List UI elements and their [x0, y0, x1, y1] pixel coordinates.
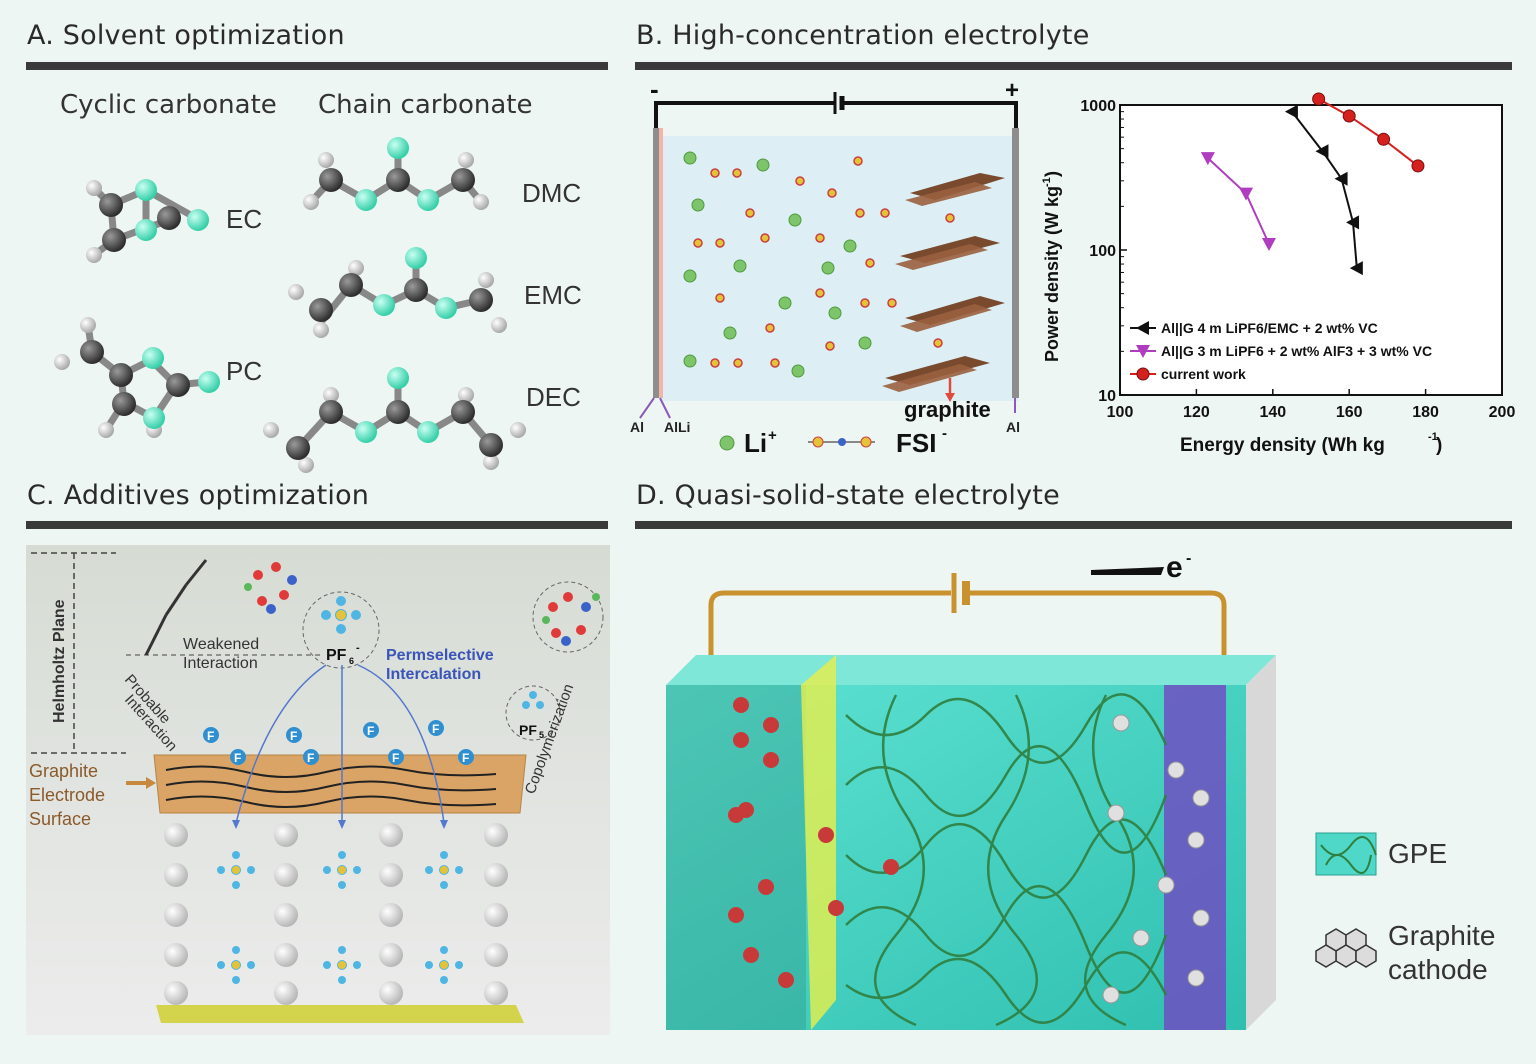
data-point: [1334, 171, 1348, 186]
data-point: [1136, 345, 1150, 358]
pc-label: PC: [226, 356, 262, 386]
minus-terminal: -: [650, 78, 659, 104]
data-point: [1261, 237, 1276, 251]
f-label: F: [432, 722, 439, 736]
data-point: [1315, 144, 1329, 159]
f-label: F: [392, 751, 399, 765]
f-label: F: [207, 729, 214, 743]
y-tick-label: 100: [1089, 243, 1116, 260]
x-tick-label: 100: [1107, 404, 1134, 421]
graphite-surface-label-3: Surface: [29, 809, 91, 829]
data-point: [1346, 215, 1360, 230]
helmholtz-plane-label: Helmholtz Plane: [51, 599, 68, 723]
y-axis-label-close: ): [1042, 171, 1062, 177]
pf5-label: PF: [519, 722, 537, 738]
f-label: F: [462, 751, 469, 765]
plus-terminal: +: [1005, 78, 1019, 104]
ec-label: EC: [226, 204, 262, 234]
panel-a-rule: [26, 62, 608, 70]
panel-a-title: A. Solvent optimization: [27, 20, 345, 51]
graphite-surface-label-2: Electrode: [29, 785, 105, 805]
data-point: [1136, 367, 1150, 381]
fsi-legend-sup: -: [942, 425, 947, 442]
data-point: [1312, 92, 1326, 106]
data-point: [1284, 104, 1298, 119]
emc-label: EMC: [524, 280, 582, 310]
chain-carbonate-heading: Chain carbonate: [318, 90, 533, 120]
panel-c-rule: [26, 521, 608, 529]
data-point: [1136, 321, 1149, 335]
hce-cell-schematic: - + Al AlLi Al graphit: [630, 78, 1020, 458]
graphite-surface-label-1: Graphite: [29, 761, 98, 781]
li-legend-label: Li: [744, 428, 767, 458]
dmc-label: DMC: [522, 178, 581, 208]
x-axis-label-sup: -1: [1428, 431, 1438, 443]
x-tick-label: 200: [1489, 404, 1516, 421]
panel-b-rule: [635, 62, 1512, 70]
y-axis-label-sup: -1: [1041, 177, 1053, 187]
y-tick-label: 10: [1098, 388, 1116, 405]
electron-sup: -: [1186, 550, 1191, 567]
data-point: [1411, 159, 1425, 173]
f-label: F: [367, 724, 374, 738]
panel-c-title: C. Additives optimization: [27, 480, 370, 511]
y-axis-label: Power density (W kg: [1042, 186, 1062, 362]
gpe-legend-label: GPE: [1388, 838, 1447, 869]
panel-d-rule: [635, 521, 1512, 529]
y-tick-label: 1000: [1080, 98, 1116, 115]
x-tick-label: 140: [1259, 404, 1286, 421]
data-point: [1239, 187, 1254, 201]
panel-d-title: D. Quasi-solid-state electrolyte: [636, 480, 1060, 511]
legend-label: current work: [1161, 366, 1246, 382]
electron-label: e: [1166, 551, 1183, 584]
data-point: [1377, 132, 1391, 146]
dec-label: DEC: [526, 382, 581, 412]
f-label: F: [307, 751, 314, 765]
series-line-2: [1318, 98, 1419, 167]
weakened-label-1: Weakened: [183, 636, 259, 653]
legend-label: Al||G 3 m LiPF6 + 2 wt% AlF3 + 3 wt% VC: [1161, 343, 1432, 359]
alli-label: AlLi: [664, 419, 690, 435]
data-point: [1349, 261, 1363, 276]
graphite-label: graphite: [904, 397, 991, 422]
data-point: [1342, 109, 1356, 123]
svg-text:-: -: [356, 642, 360, 654]
f-label: F: [290, 729, 297, 743]
data-point: [1200, 152, 1215, 166]
fsi-legend-icon: [808, 436, 875, 448]
additives-diagram: Helmholtz Plane F F F F F F F F PF 6 -: [26, 545, 610, 1035]
graphite-cathode-label-1: Graphite: [1388, 920, 1495, 951]
fsi-legend-label: FSI: [896, 428, 936, 458]
weakened-label-2: Interaction: [183, 655, 258, 672]
x-tick-label: 180: [1412, 404, 1439, 421]
legend-label: Al||G 4 m LiPF6/EMC + 2 wt% VC: [1161, 320, 1378, 336]
x-axis-label: Energy density (Wh kg: [1180, 435, 1385, 456]
f-label: F: [234, 751, 241, 765]
panel-b-title: B. High-concentration electrolyte: [636, 20, 1090, 51]
x-axis-label-close: ): [1436, 435, 1442, 456]
svg-text:5: 5: [539, 730, 544, 740]
pf6-label: PF: [326, 647, 347, 664]
x-tick-label: 160: [1336, 404, 1363, 421]
permselective-label: Permselective: [386, 647, 494, 664]
molecule-diagrams: EC PC DMC: [54, 137, 582, 473]
svg-text:6: 6: [349, 656, 354, 666]
left-al-label: Al: [630, 419, 644, 435]
graphite-cathode-label-2: cathode: [1388, 954, 1488, 985]
cyclic-carbonate-heading: Cyclic carbonate: [60, 90, 277, 120]
x-tick-label: 120: [1183, 404, 1210, 421]
quasi-solid-state-diagram: e - GPE Graphite catho: [666, 550, 1495, 1030]
li-legend-sup: +: [768, 427, 777, 444]
intercalation-label: Intercalation: [386, 666, 481, 683]
right-al-label: Al: [1006, 419, 1020, 435]
